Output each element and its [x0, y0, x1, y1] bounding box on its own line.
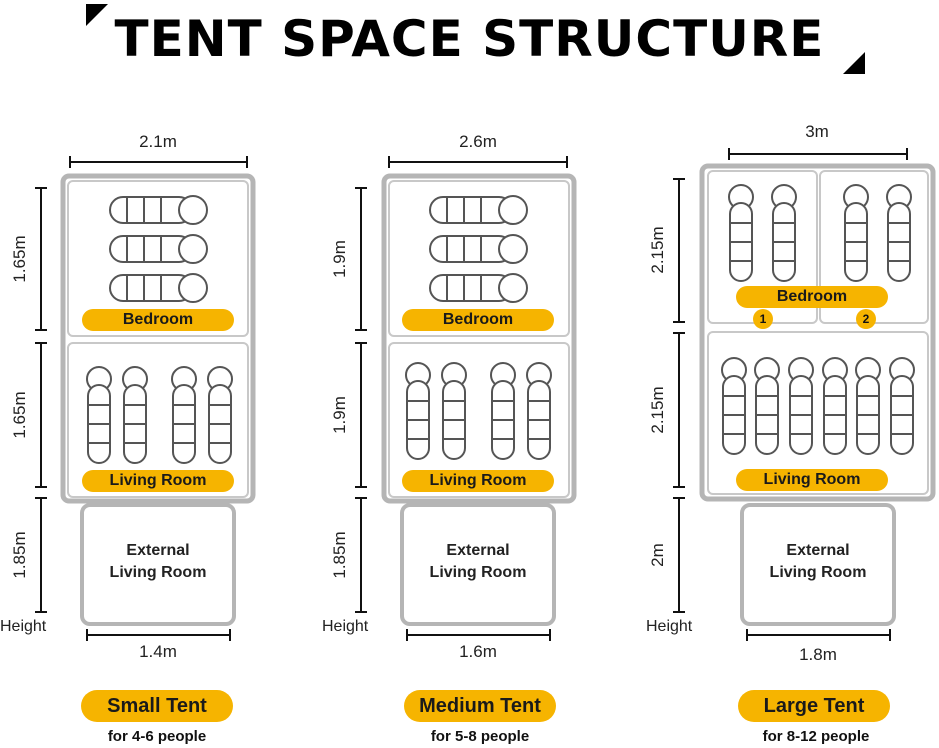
large-living-depth-label: 2.15m — [648, 386, 667, 434]
small-external-depth-label: 1.85m — [10, 531, 29, 579]
medium-top-width-line — [388, 156, 568, 168]
medium-living-sleepers — [405, 362, 552, 460]
sleeper — [728, 184, 754, 282]
large-height-label: Height — [646, 618, 693, 635]
small-tent-drawing — [35, 156, 256, 641]
medium-living-depth-label: 1.9m — [330, 396, 349, 434]
small-external-line-1: External — [126, 542, 190, 559]
page-title: TENT SPACE STRUCTURE — [114, 10, 825, 68]
large-external-box — [740, 503, 896, 626]
medium-external-depth-label: 1.85m — [330, 531, 349, 579]
small-tent-capacity: for 4-6 people — [107, 728, 207, 745]
large-tent-frame — [699, 163, 936, 502]
small-living-room-label: Living Room — [82, 470, 234, 492]
medium-living-room-label: Living Room — [402, 470, 554, 492]
small-bottom-width-line — [86, 629, 231, 641]
medium-external-label: External Living Room — [402, 540, 554, 584]
sleeper — [889, 357, 915, 455]
sleeper — [788, 357, 814, 455]
large-bedroom-2-number: 2 — [856, 309, 876, 329]
sleeper — [754, 357, 780, 455]
small-living-sleepers — [86, 366, 233, 464]
sleeper — [122, 366, 148, 464]
large-tent-capacity: for 8-12 people — [762, 728, 870, 745]
small-height-label: Height — [0, 618, 47, 635]
large-vertical-dim-lines — [673, 178, 685, 613]
small-living-box — [67, 342, 249, 498]
large-external-line-2: Living Room — [769, 564, 867, 581]
medium-bottom-width-label: 1.6m — [459, 642, 497, 661]
large-living-sleepers — [721, 357, 915, 455]
small-external-label: External Living Room — [82, 540, 234, 584]
medium-bedroom-label: Bedroom — [402, 309, 554, 331]
small-vertical-dim-lines — [35, 187, 47, 613]
large-bedroom-1-number: 1 — [753, 309, 773, 329]
sleeper — [429, 234, 528, 264]
large-external-label: External Living Room — [742, 540, 894, 584]
large-bedroom-sleepers — [728, 184, 912, 282]
small-bedroom-depth-label: 1.65m — [10, 235, 29, 283]
small-living-depth-label: 1.65m — [10, 391, 29, 439]
sleeper — [109, 234, 208, 264]
large-living-room-label: Living Room — [736, 469, 888, 491]
medium-external-box — [400, 503, 556, 626]
small-top-width-line — [69, 156, 248, 168]
medium-vertical-dim-lines — [355, 187, 367, 613]
small-tent-name-badge: Small Tent — [81, 690, 233, 722]
sleeper — [771, 184, 797, 282]
small-bedroom-label: Bedroom — [82, 309, 234, 331]
large-top-width-line — [728, 148, 908, 160]
sleeper — [490, 362, 516, 460]
small-top-width-label: 2.1m — [139, 132, 177, 151]
corner-decoration-top-left — [86, 4, 108, 26]
large-external-depth-label: 2m — [648, 543, 667, 567]
sleeper — [109, 195, 208, 225]
small-bottom-width-label: 1.4m — [139, 642, 177, 661]
medium-bedroom-depth-label: 1.9m — [330, 240, 349, 278]
medium-top-width-label: 2.6m — [459, 132, 497, 151]
medium-living-box — [388, 342, 570, 498]
large-bedroom-label: Bedroom — [736, 286, 888, 308]
sleeper — [109, 273, 208, 303]
large-bedroom-depth-label: 2.15m — [648, 226, 667, 274]
sleeper — [171, 366, 197, 464]
large-bottom-width-line — [746, 629, 891, 641]
small-external-box — [80, 503, 236, 626]
medium-bedroom-sleepers — [429, 195, 528, 303]
sleeper — [429, 195, 528, 225]
medium-bottom-width-line — [406, 629, 551, 641]
small-tent-frame — [60, 173, 256, 504]
large-top-width-label: 3m — [805, 122, 829, 141]
sleeper — [843, 184, 869, 282]
sleeper — [429, 273, 528, 303]
sleeper — [855, 357, 881, 455]
large-external-line-1: External — [786, 542, 850, 559]
medium-tent-frame — [381, 173, 577, 504]
medium-external-line-1: External — [446, 542, 510, 559]
medium-tent-capacity: for 5-8 people — [430, 728, 530, 745]
small-bedroom-sleepers — [109, 195, 208, 303]
corner-decoration-bottom-right — [843, 52, 865, 74]
large-bottom-width-label: 1.8m — [799, 645, 837, 664]
small-external-line-2: Living Room — [109, 564, 207, 581]
sleeper — [86, 366, 112, 464]
medium-tent-name-badge: Medium Tent — [404, 690, 556, 722]
medium-external-line-2: Living Room — [429, 564, 527, 581]
sleeper — [886, 184, 912, 282]
medium-height-label: Height — [322, 618, 369, 635]
large-tent-drawing — [673, 148, 936, 641]
medium-tent-drawing — [355, 156, 577, 641]
sleeper — [721, 357, 747, 455]
sleeper — [526, 362, 552, 460]
sleeper — [405, 362, 431, 460]
large-tent-name-badge: Large Tent — [738, 690, 890, 722]
sleeper — [441, 362, 467, 460]
sleeper — [822, 357, 848, 455]
sleeper — [207, 366, 233, 464]
